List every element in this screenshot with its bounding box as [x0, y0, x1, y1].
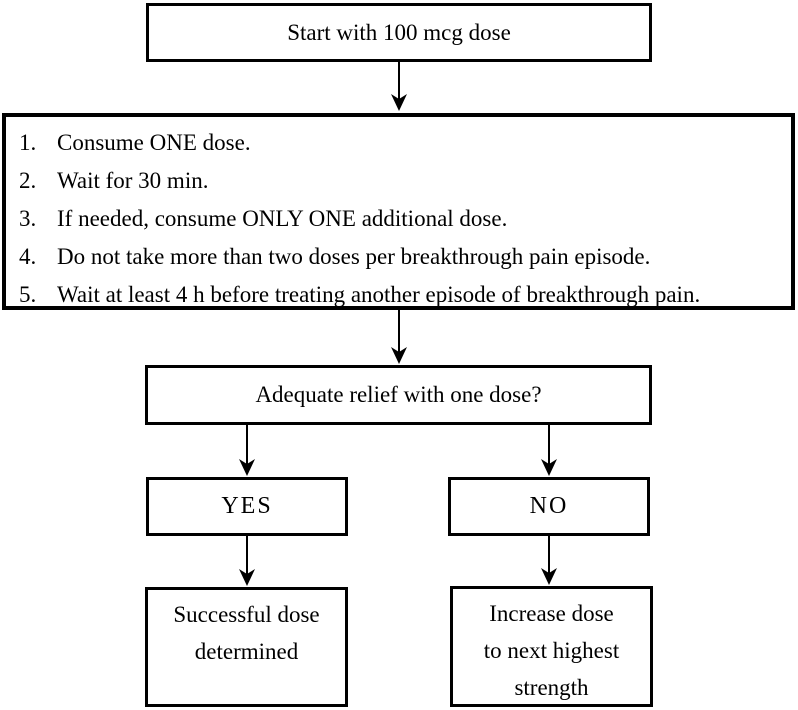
arrow-question-to-no	[541, 425, 557, 476]
success-outcome-line: Successful dose	[173, 602, 320, 627]
start-label: Start with 100 mcg dose	[287, 19, 511, 45]
arrow-down-icon	[239, 569, 255, 586]
arrow-question-to-yes	[239, 425, 255, 476]
instruction-item: 2. Wait for 30 min.	[19, 162, 781, 200]
increase-outcome-line: Increase dose	[489, 601, 614, 626]
instructions-box: 1. Consume ONE dose. 2. Wait for 30 min.…	[2, 113, 795, 310]
arrow-stem	[398, 310, 400, 355]
arrow-instructions-to-question	[391, 310, 407, 364]
instruction-text: Wait at least 4 h before treating anothe…	[57, 282, 701, 307]
start-box: Start with 100 mcg dose	[146, 3, 652, 62]
instruction-text: Do not take more than two doses per brea…	[57, 244, 651, 269]
arrow-down-icon	[391, 94, 407, 111]
arrow-stem	[398, 62, 400, 102]
arrow-start-to-instructions	[391, 62, 407, 111]
success-outcome-box: Successful dose determined	[145, 587, 348, 707]
question-label: Adequate relief with one dose?	[255, 382, 542, 407]
instruction-item: 3. If needed, consume ONLY ONE additiona…	[19, 200, 781, 238]
instruction-item: 5. Wait at least 4 h before treating ano…	[19, 276, 781, 314]
increase-outcome-box: Increase dose to next highest strength	[450, 586, 653, 707]
instruction-number: 3.	[19, 206, 37, 231]
question-box: Adequate relief with one dose?	[145, 365, 652, 425]
instruction-item: 1. Consume ONE dose.	[19, 124, 781, 162]
instruction-text: If needed, consume ONLY ONE additional d…	[57, 206, 508, 231]
instruction-text: Wait for 30 min.	[57, 168, 209, 193]
instruction-item: 4. Do not take more than two doses per b…	[19, 238, 781, 276]
success-outcome-line: determined	[194, 639, 299, 664]
arrow-stem	[548, 425, 550, 467]
instruction-number: 2.	[19, 168, 37, 193]
yes-label: YES	[221, 493, 273, 519]
arrow-stem	[246, 425, 248, 467]
instruction-number: 5.	[19, 282, 37, 307]
arrow-down-icon	[541, 459, 557, 476]
increase-outcome-line: to next highest	[483, 638, 620, 663]
arrow-stem	[548, 535, 550, 576]
increase-outcome-line: strength	[514, 675, 589, 700]
arrow-down-icon	[239, 459, 255, 476]
yes-box: YES	[146, 477, 348, 536]
instruction-number: 1.	[19, 130, 37, 155]
arrow-yes-to-outcome	[239, 536, 255, 586]
no-box: NO	[448, 477, 650, 536]
arrow-stem	[246, 536, 248, 577]
arrow-no-to-outcome	[541, 535, 557, 585]
no-label: NO	[529, 493, 569, 519]
arrow-down-icon	[391, 347, 407, 364]
instruction-number: 4.	[19, 244, 37, 269]
arrow-down-icon	[541, 568, 557, 585]
instruction-text: Consume ONE dose.	[57, 130, 251, 155]
